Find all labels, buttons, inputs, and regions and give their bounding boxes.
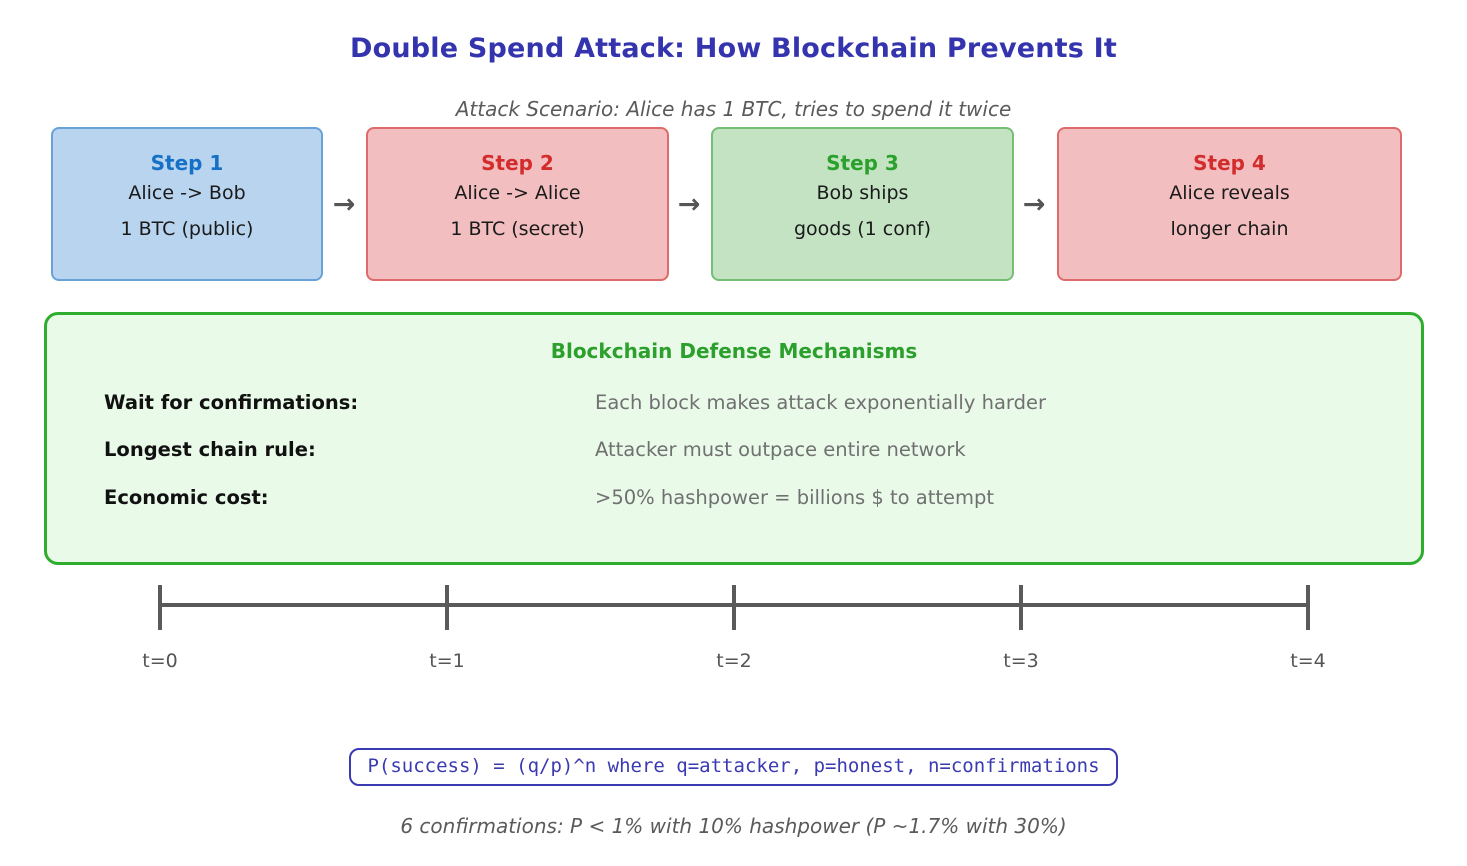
defense-row-description: >50% hashpower = billions $ to attempt: [595, 486, 995, 509]
step-1-line-2: 1 BTC (public): [120, 218, 254, 240]
timeline-tick: [1306, 585, 1310, 630]
timeline-tick: [158, 585, 162, 630]
step-box-2: Step 2 Alice -> Alice 1 BTC (secret): [366, 127, 669, 281]
step-box-4: Step 4 Alice reveals longer chain: [1057, 127, 1402, 281]
timeline-label-t0: t=0: [142, 650, 178, 672]
step-1-title: Step 1: [150, 151, 224, 175]
arrow-right-icon: →: [332, 189, 356, 220]
timeline-label-t2: t=2: [716, 650, 752, 672]
defense-row: Wait for confirmations: Each block makes…: [47, 391, 1421, 417]
step-2-line-2: 1 BTC (secret): [450, 218, 585, 240]
defense-row-label: Wait for confirmations:: [104, 391, 359, 414]
timeline-label-t4: t=4: [1290, 650, 1326, 672]
timeline-tick: [1019, 585, 1023, 630]
step-box-3: Step 3 Bob ships goods (1 conf): [711, 127, 1014, 281]
step-1-line-1: Alice -> Bob: [128, 182, 246, 204]
defense-row: Longest chain rule: Attacker must outpac…: [47, 438, 1421, 464]
timeline-label-t1: t=1: [429, 650, 465, 672]
step-3-line-2: goods (1 conf): [793, 218, 932, 240]
step-4-line-2: longer chain: [1170, 218, 1289, 240]
defense-row: Economic cost: >50% hashpower = billions…: [47, 486, 1421, 512]
formula-container: P(success) = (q/p)^n where q=attacker, p…: [0, 748, 1467, 786]
timeline-tick: [732, 585, 736, 630]
defense-row-label: Longest chain rule:: [104, 438, 316, 461]
step-3-title: Step 3: [826, 151, 899, 175]
defense-panel: Blockchain Defense Mechanisms Wait for c…: [44, 312, 1424, 565]
arrow-right-icon: →: [677, 189, 701, 220]
defense-panel-title: Blockchain Defense Mechanisms: [550, 339, 918, 363]
step-2-title: Step 2: [481, 151, 554, 175]
step-box-1: Step 1 Alice -> Bob 1 BTC (public): [51, 127, 323, 281]
step-4-line-1: Alice reveals: [1169, 182, 1290, 204]
success-probability-formula: P(success) = (q/p)^n where q=attacker, p…: [349, 748, 1118, 786]
page-title: Double Spend Attack: How Blockchain Prev…: [349, 33, 1118, 64]
confirmations-footnote: 6 confirmations: P < 1% with 10% hashpow…: [400, 814, 1067, 838]
step-3-line-1: Bob ships: [816, 182, 909, 204]
step-2-line-1: Alice -> Alice: [454, 182, 581, 204]
scenario-subtitle: Attack Scenario: Alice has 1 BTC, tries …: [455, 97, 1012, 121]
timeline-tick: [445, 585, 449, 630]
defense-row-description: Each block makes attack exponentially ha…: [595, 391, 1046, 414]
arrow-right-icon: →: [1022, 189, 1046, 220]
timeline-label-t3: t=3: [1003, 650, 1039, 672]
defense-row-label: Economic cost:: [104, 486, 269, 509]
step-4-title: Step 4: [1193, 151, 1266, 175]
defense-row-description: Attacker must outpace entire network: [595, 438, 966, 461]
